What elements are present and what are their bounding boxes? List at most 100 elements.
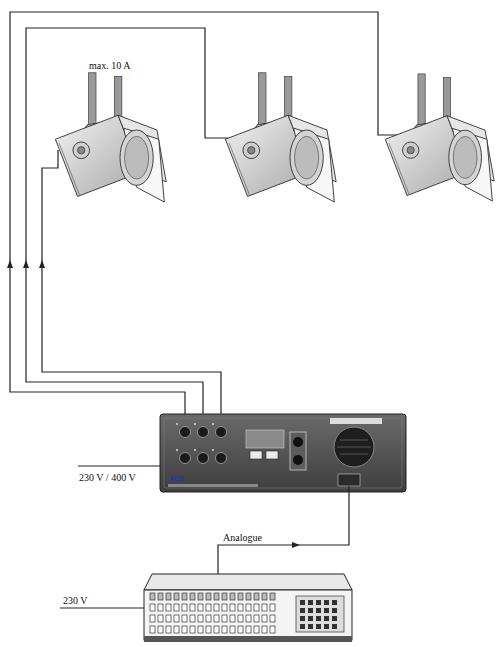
spotlight bbox=[385, 74, 494, 201]
fader bbox=[190, 626, 195, 633]
fader bbox=[206, 604, 211, 611]
mains-wire bbox=[60, 607, 146, 608]
key bbox=[300, 600, 305, 605]
fader bbox=[198, 604, 203, 611]
fader bbox=[230, 593, 235, 600]
fader bbox=[158, 615, 163, 622]
fader bbox=[166, 615, 171, 622]
key bbox=[316, 616, 321, 621]
fader bbox=[238, 593, 243, 600]
mains-wire bbox=[78, 465, 162, 466]
fader bbox=[166, 604, 171, 611]
fader bbox=[214, 604, 219, 611]
fader bbox=[166, 593, 171, 600]
fader bbox=[182, 604, 187, 611]
wire-arrow bbox=[292, 542, 300, 548]
fader bbox=[246, 604, 251, 611]
fader bbox=[254, 593, 259, 600]
key bbox=[300, 608, 305, 613]
fader bbox=[222, 615, 227, 622]
key bbox=[300, 616, 305, 621]
supply-label: 230 V / 400 V bbox=[78, 472, 137, 483]
fader bbox=[222, 626, 227, 633]
fader bbox=[214, 626, 219, 633]
key bbox=[332, 624, 337, 629]
fader bbox=[206, 626, 211, 633]
fader bbox=[270, 615, 275, 622]
fader bbox=[198, 626, 203, 633]
fader bbox=[222, 604, 227, 611]
fader bbox=[174, 593, 179, 600]
fader bbox=[150, 593, 155, 600]
fader bbox=[190, 604, 195, 611]
fader bbox=[262, 615, 267, 622]
fader bbox=[246, 593, 251, 600]
signal-label: Analogue bbox=[222, 532, 263, 543]
fader bbox=[238, 604, 243, 611]
key bbox=[324, 624, 329, 629]
spotlight bbox=[55, 73, 166, 202]
fader bbox=[270, 604, 275, 611]
fader bbox=[174, 615, 179, 622]
key bbox=[300, 624, 305, 629]
current-note: max. 10 A bbox=[88, 60, 131, 71]
key bbox=[332, 616, 337, 621]
fader bbox=[262, 604, 267, 611]
supply-label: 230 V bbox=[62, 595, 89, 606]
fader bbox=[214, 593, 219, 600]
key bbox=[316, 608, 321, 613]
fader bbox=[238, 626, 243, 633]
key bbox=[308, 624, 313, 629]
fader bbox=[238, 615, 243, 622]
fader bbox=[166, 626, 171, 633]
key bbox=[316, 600, 321, 605]
fader bbox=[174, 626, 179, 633]
key bbox=[308, 616, 313, 621]
fader bbox=[230, 626, 235, 633]
fader bbox=[150, 604, 155, 611]
fader bbox=[254, 615, 259, 622]
key bbox=[316, 624, 321, 629]
fader bbox=[206, 593, 211, 600]
key bbox=[324, 600, 329, 605]
fader bbox=[246, 615, 251, 622]
fader bbox=[222, 593, 227, 600]
control-wire bbox=[218, 486, 349, 574]
fader bbox=[254, 626, 259, 633]
fader bbox=[182, 626, 187, 633]
fader bbox=[246, 626, 251, 633]
fader bbox=[206, 615, 211, 622]
fader bbox=[230, 604, 235, 611]
key bbox=[332, 608, 337, 613]
fader bbox=[254, 604, 259, 611]
fader bbox=[158, 604, 163, 611]
fader bbox=[198, 615, 203, 622]
fader bbox=[158, 593, 163, 600]
fader bbox=[262, 626, 267, 633]
fader bbox=[150, 615, 155, 622]
fader bbox=[230, 615, 235, 622]
fader bbox=[190, 615, 195, 622]
spotlight bbox=[225, 73, 336, 202]
key bbox=[332, 600, 337, 605]
fader bbox=[158, 626, 163, 633]
brand-logo: ADB bbox=[168, 475, 185, 483]
key bbox=[308, 608, 313, 613]
key bbox=[308, 600, 313, 605]
key bbox=[324, 608, 329, 613]
fader bbox=[198, 593, 203, 600]
fader bbox=[174, 604, 179, 611]
fader bbox=[270, 593, 275, 600]
fader bbox=[150, 626, 155, 633]
key bbox=[324, 616, 329, 621]
fader bbox=[214, 615, 219, 622]
lighting-console bbox=[144, 574, 352, 642]
fader bbox=[262, 593, 267, 600]
fader bbox=[182, 593, 187, 600]
fader bbox=[182, 615, 187, 622]
load-wire bbox=[10, 12, 400, 425]
wire-arrow bbox=[7, 260, 45, 268]
fader bbox=[190, 593, 195, 600]
dimmer-pack bbox=[160, 414, 406, 492]
